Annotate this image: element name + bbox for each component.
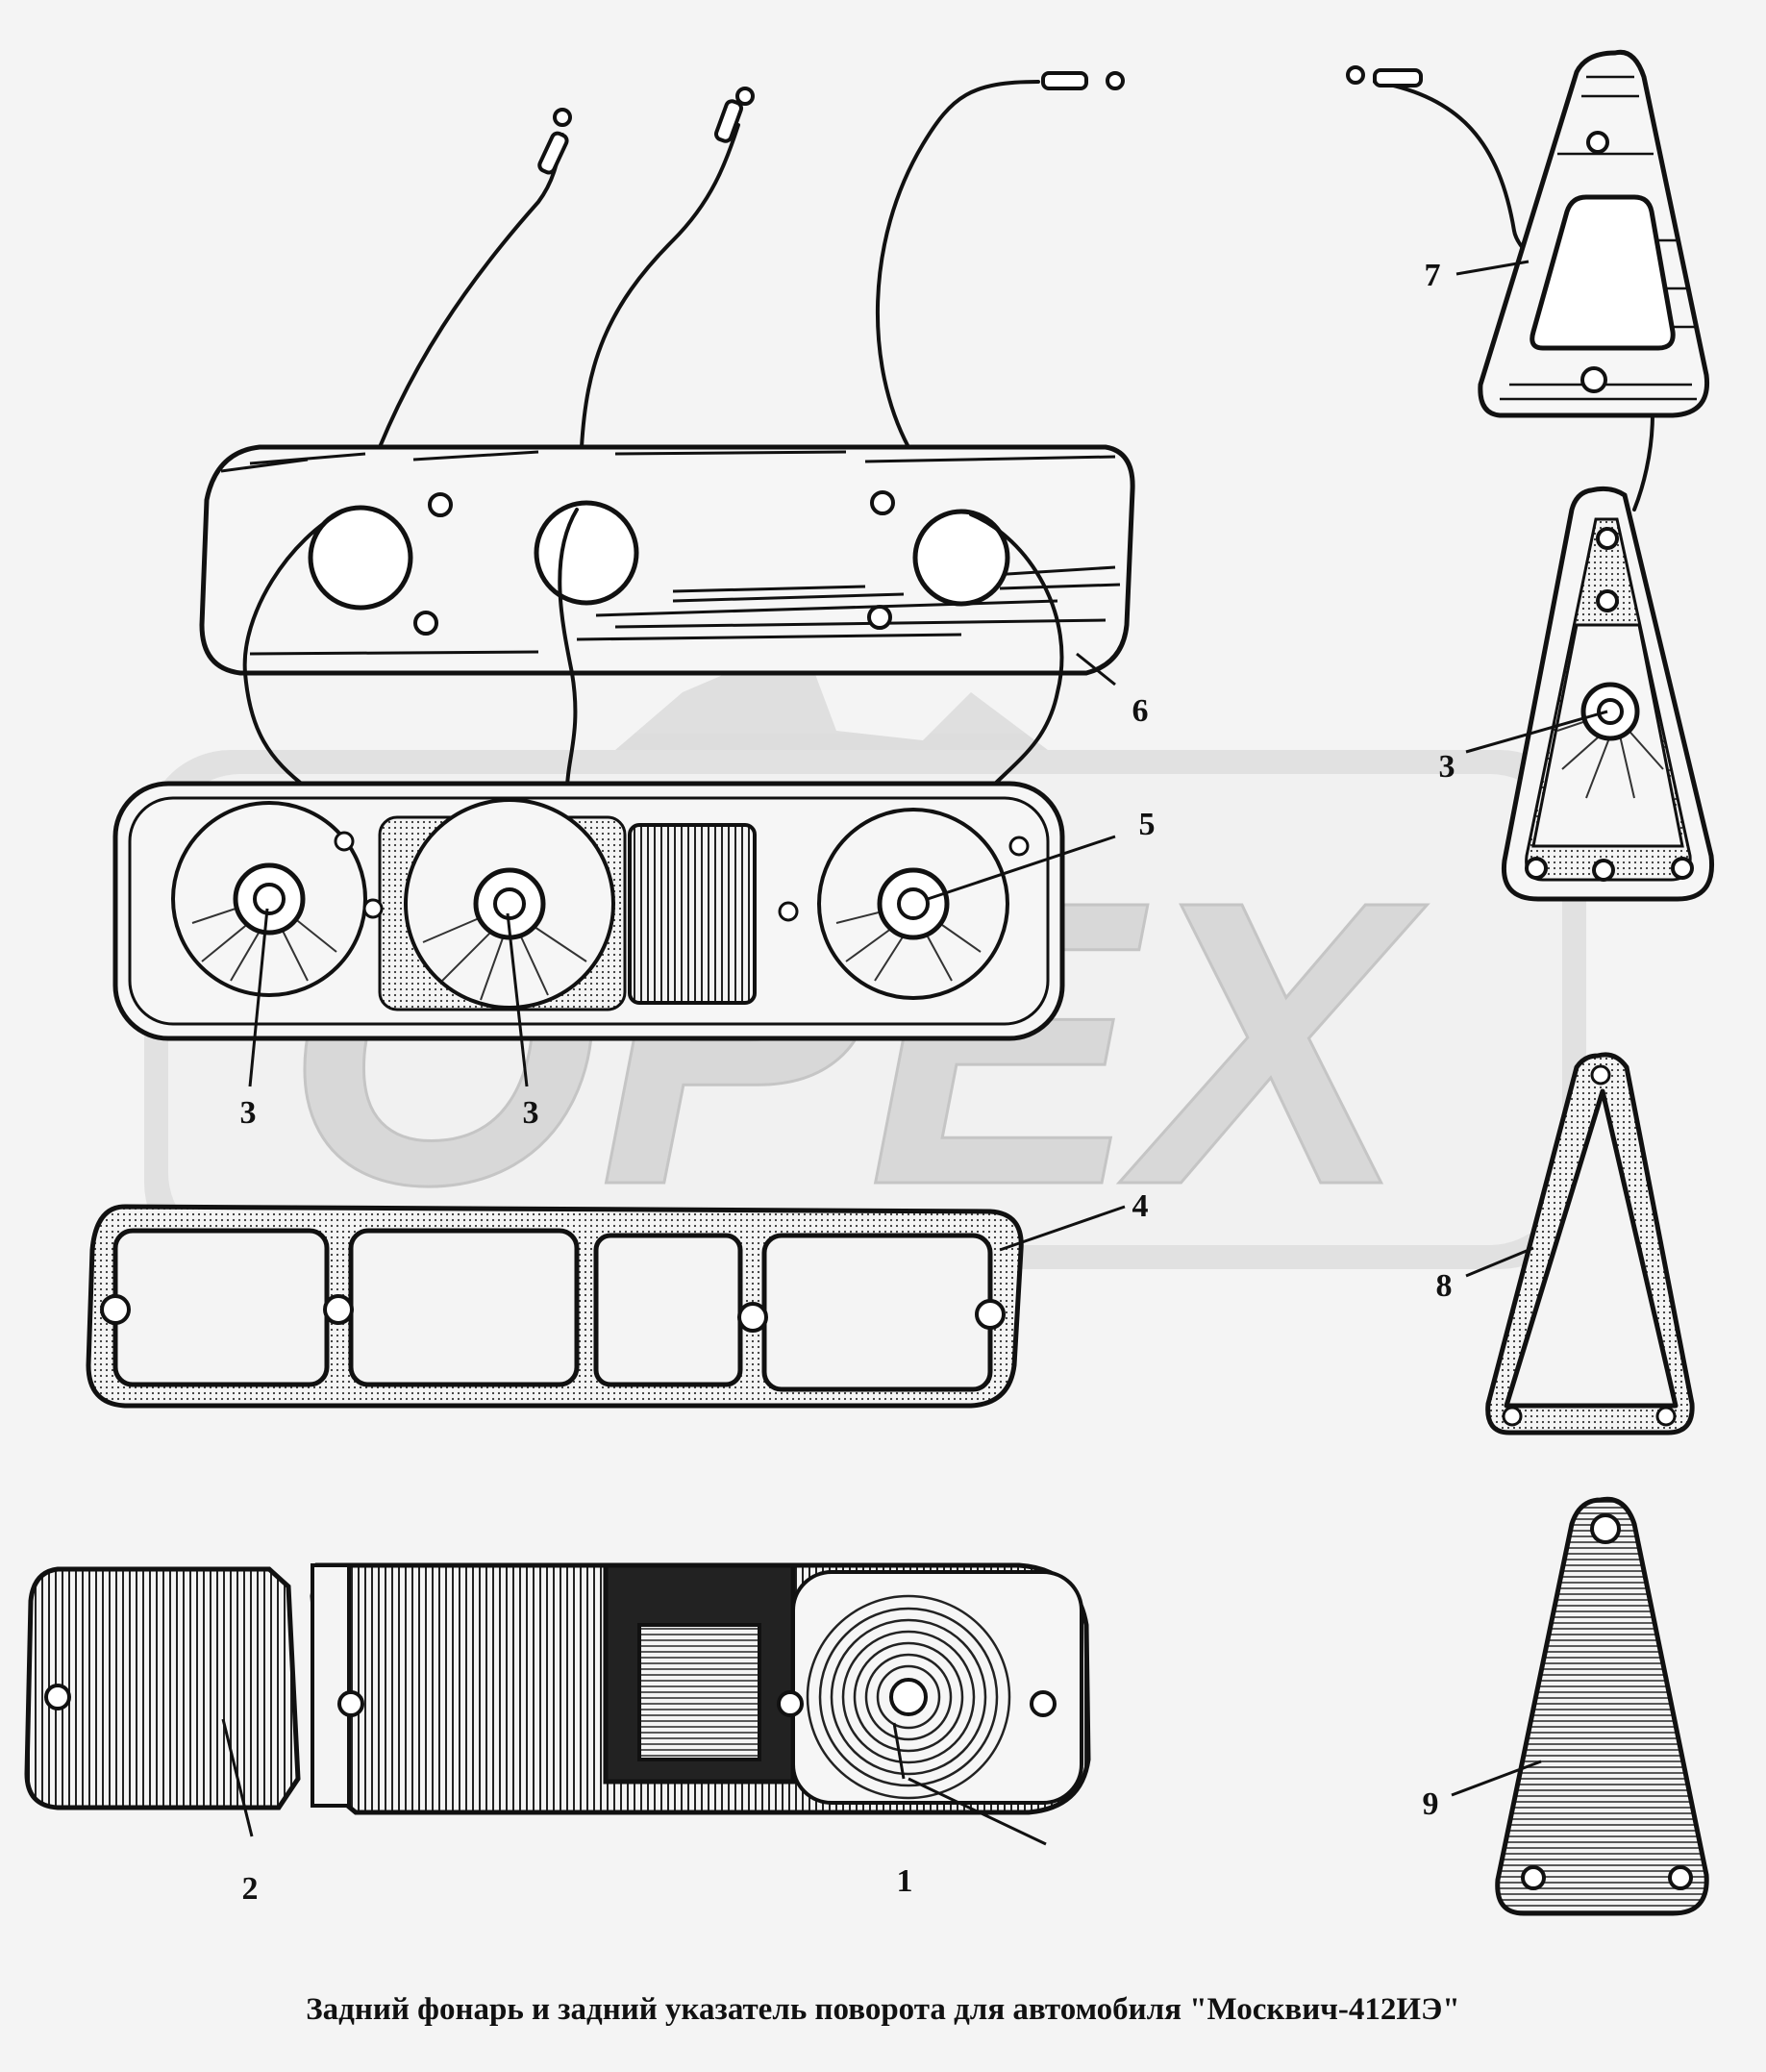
turn-indicator-lens — [1495, 1496, 1709, 1916]
turn-indicator-gasket — [1485, 1052, 1695, 1435]
leader-2 — [221, 1718, 254, 1837]
leader-1 — [892, 1722, 906, 1780]
leader-7 — [1455, 260, 1530, 276]
leader-1b — [908, 1777, 1047, 1846]
callout-9: 9 — [1423, 1786, 1439, 1822]
callout-2: 2 — [242, 1871, 259, 1907]
leader-3c — [1465, 710, 1608, 754]
turn-indicator-plate — [1346, 49, 1710, 512]
lamp-lenses — [24, 1562, 1091, 1815]
diagram-caption: Задний фонарь и задний указатель поворот… — [306, 1992, 1460, 2027]
callout-3-left: 3 — [240, 1095, 257, 1131]
gasket — [86, 1204, 1024, 1409]
wire-right — [875, 80, 1040, 449]
rear-housing-plate — [199, 71, 1135, 790]
callout-3-middle: 3 — [523, 1095, 539, 1131]
leader-8 — [1465, 1246, 1534, 1278]
callout-labels: 1 2 3 3 3 4 5 6 7 8 9 — [240, 258, 1455, 1907]
callout-4: 4 — [1132, 1188, 1149, 1224]
turn-indicator-housing — [1501, 486, 1715, 902]
leader-6 — [1076, 652, 1116, 687]
leader-4 — [999, 1205, 1126, 1252]
leader-lines — [221, 260, 1608, 1846]
callout-6: 6 — [1132, 693, 1149, 729]
callout-3-right: 3 — [1439, 749, 1455, 785]
lamp-body — [112, 781, 1065, 1041]
wire-left — [378, 133, 564, 449]
callout-8: 8 — [1436, 1268, 1453, 1304]
callout-7: 7 — [1425, 258, 1441, 293]
leader-3b — [506, 912, 529, 1087]
callout-1: 1 — [897, 1863, 913, 1899]
leader-9 — [1451, 1760, 1542, 1797]
callout-5: 5 — [1139, 807, 1156, 842]
leader-5 — [927, 835, 1116, 901]
wire-middle — [580, 123, 740, 449]
leader-3a — [248, 908, 269, 1087]
